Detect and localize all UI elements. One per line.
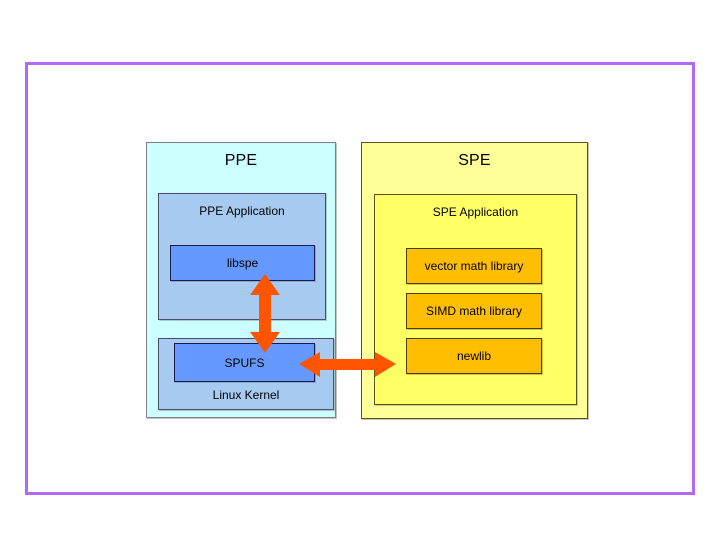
ppe-application-title: PPE Application	[199, 204, 285, 218]
slide-border-frame	[25, 62, 695, 495]
vector-math-library-label: vector math library	[424, 259, 524, 273]
libspe-box[interactable]: libspe	[170, 245, 315, 281]
spe-application-title: SPE Application	[432, 205, 519, 219]
linux-kernel-label: Linux Kernel	[212, 388, 280, 402]
newlib-box[interactable]: newlib	[406, 338, 542, 374]
vector-math-library-box[interactable]: vector math library	[406, 248, 542, 284]
ppe-group-title: PPE	[224, 152, 258, 169]
newlib-label: newlib	[456, 349, 492, 363]
simd-math-library-label: SIMD math library	[425, 304, 523, 318]
spe-group-title: SPE	[458, 152, 491, 169]
spufs-box[interactable]: SPUFS	[174, 343, 315, 382]
spufs-label: SPUFS	[224, 355, 265, 370]
libspe-label: libspe	[226, 256, 259, 270]
simd-math-library-box[interactable]: SIMD math library	[406, 293, 542, 329]
